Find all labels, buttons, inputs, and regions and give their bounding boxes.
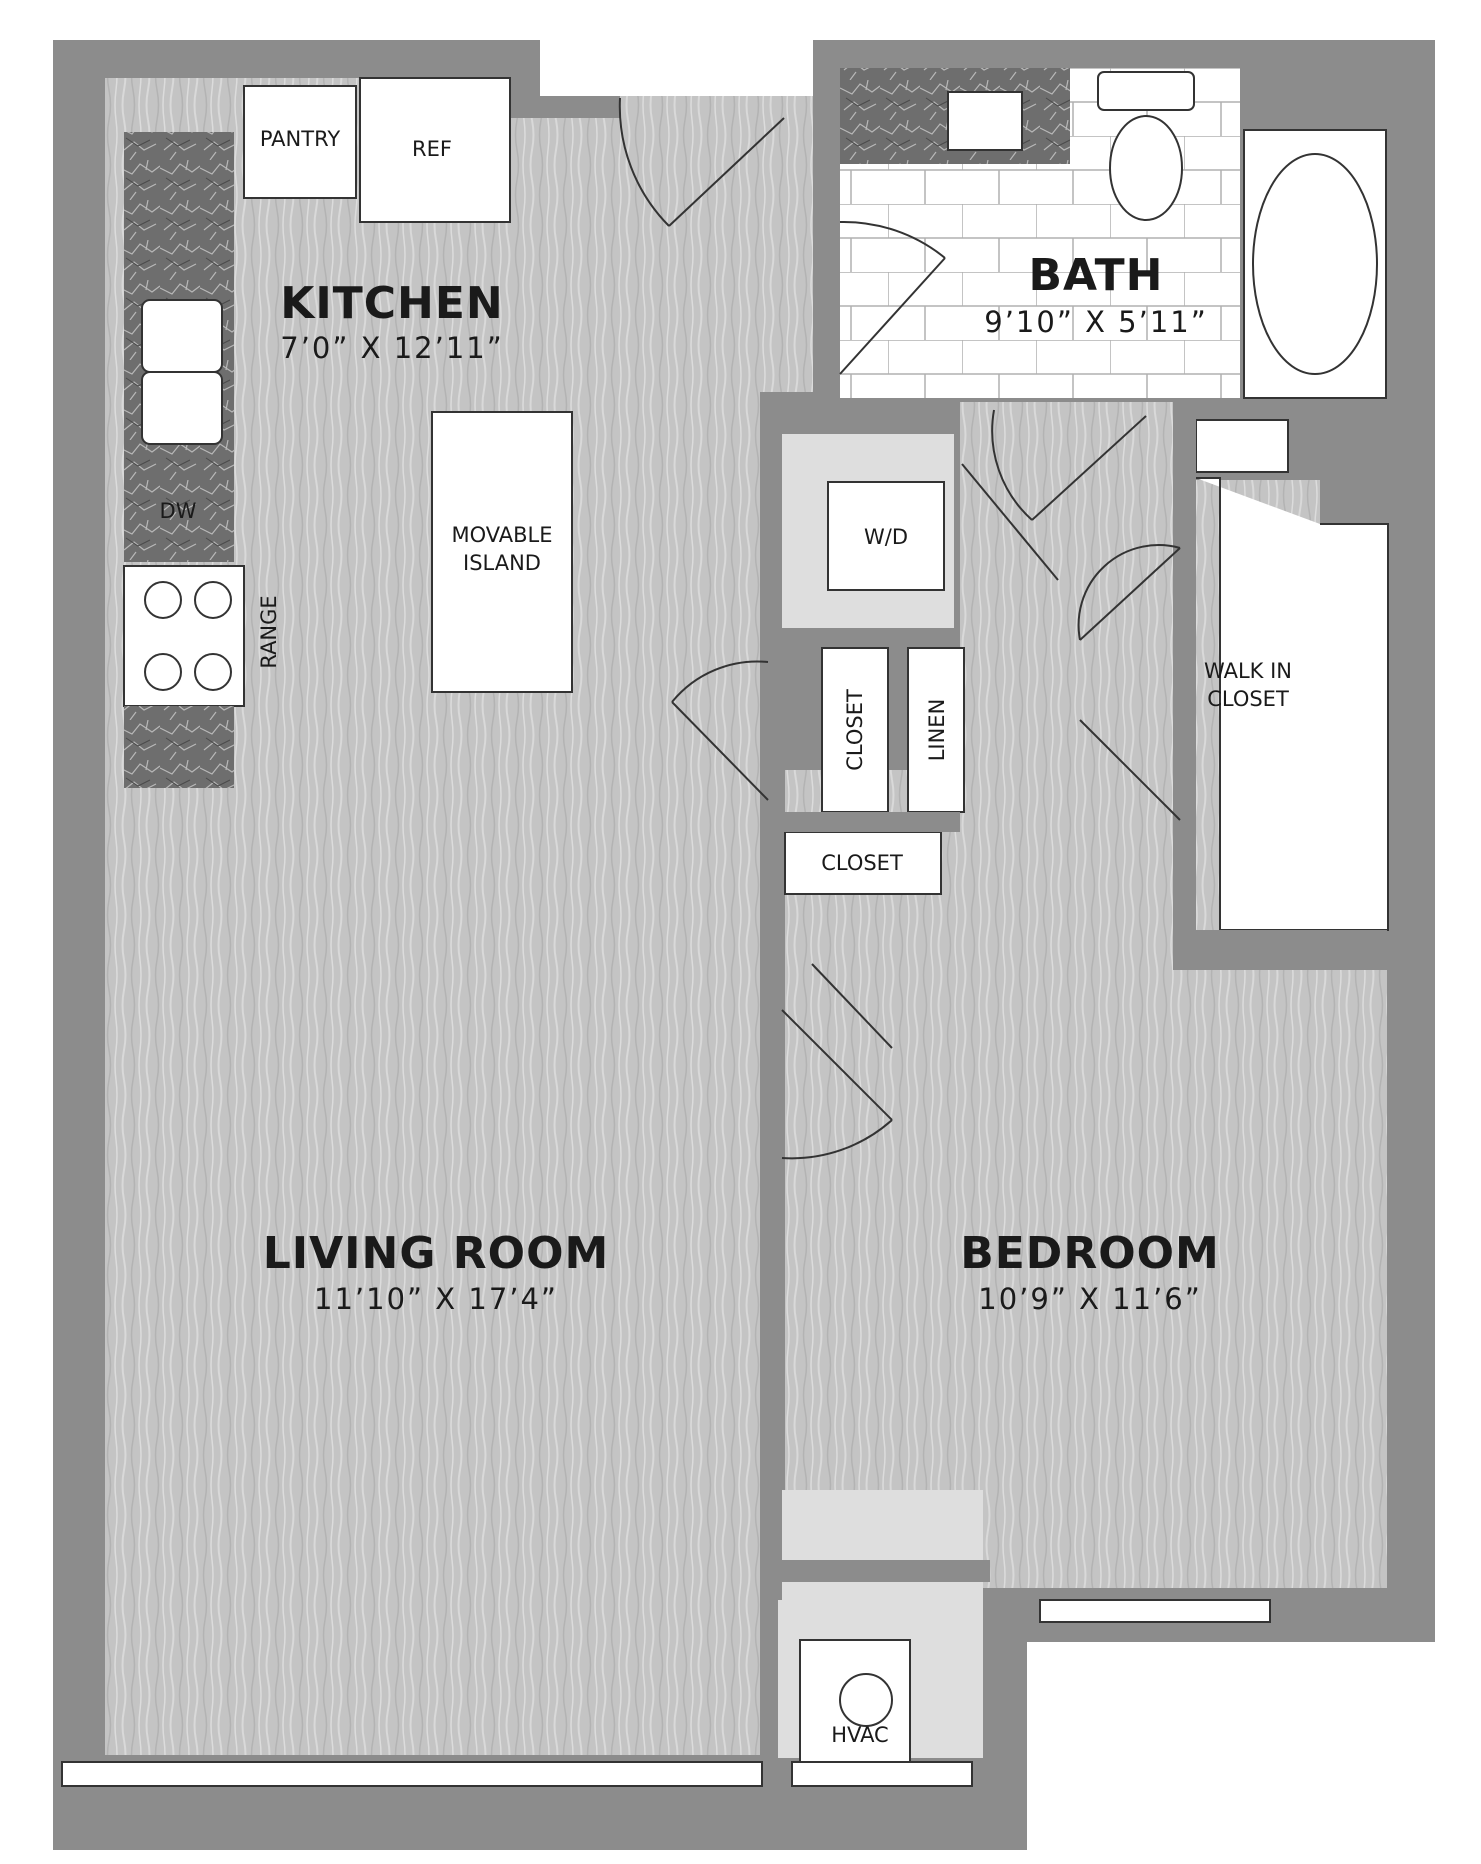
closet-vertical — [821, 647, 889, 813]
bedroom-title: BEDROOM — [960, 1228, 1220, 1279]
living-room-title: LIVING ROOM — [263, 1228, 610, 1279]
partition-wall — [760, 812, 960, 832]
bath-dimensions: 9’10” X 5’11” — [984, 305, 1208, 339]
pantry — [243, 85, 357, 199]
walk-in-door-swing — [1077, 544, 1181, 641]
hall-door — [1031, 415, 1147, 521]
closet-door-swing — [671, 660, 769, 703]
partition-wall — [1173, 402, 1196, 950]
sink-basin-1 — [141, 299, 223, 373]
washer-dryer — [827, 481, 945, 591]
closet-door — [671, 701, 769, 801]
walk-in-label-line1: WALK IN — [1204, 659, 1292, 683]
living-window — [61, 1761, 763, 1787]
shelf-unit — [1195, 419, 1289, 473]
kitchen-counter-lower — [124, 706, 234, 788]
toilet-bowl — [1109, 115, 1183, 221]
kitchen-dimensions: 7’0” X 12’11” — [280, 331, 504, 365]
hvac-label: HVAC — [831, 1723, 888, 1747]
range — [123, 565, 245, 707]
closet-floor — [785, 890, 965, 1010]
pantry-label: PANTRY — [260, 127, 340, 151]
partition-wall — [1173, 930, 1387, 970]
entry-door — [668, 117, 785, 227]
movable-island — [431, 411, 573, 693]
partition-wall — [760, 1560, 990, 1582]
range-label: RANGE — [257, 595, 281, 668]
washer-dryer-label: W/D — [864, 525, 908, 549]
laundry-door — [961, 463, 1059, 581]
partition-wall — [760, 960, 782, 1600]
tub-basin — [1252, 153, 1378, 375]
bath-door — [839, 257, 946, 375]
bath-door-swing — [839, 220, 946, 259]
hallway-floor — [960, 402, 1196, 955]
island-label-line2: ISLAND — [463, 551, 541, 575]
bedroom-dimensions: 10’9” X 11’6” — [978, 1282, 1202, 1316]
sink-basin-2 — [141, 371, 223, 445]
walk-in-door-2 — [1079, 719, 1181, 821]
hall-door-swing — [991, 409, 1033, 521]
kitchen-living-floor — [105, 78, 813, 1755]
kitchen-title: KITCHEN — [280, 278, 503, 329]
linen-closet — [907, 647, 965, 813]
linen-label: LINEN — [925, 699, 949, 762]
closet-horizontal-label: CLOSET — [821, 851, 903, 875]
partition-wall — [760, 398, 960, 434]
island-label-line1: MOVABLE — [451, 523, 552, 547]
bath-title: BATH — [1028, 250, 1163, 301]
dw-label: DW — [160, 499, 197, 523]
bedroom-door-swing — [781, 1119, 893, 1160]
bedroom-window — [1039, 1599, 1271, 1623]
vanity-sink — [947, 91, 1023, 151]
closet-door-2 — [811, 963, 893, 1049]
refrigerator — [359, 77, 511, 223]
hvac-window — [791, 1761, 973, 1787]
partition-wall — [760, 432, 782, 802]
walk-in-label-line2: CLOSET — [1207, 687, 1289, 711]
living-room-dimensions: 11’10” X 17’4” — [314, 1282, 558, 1316]
closet-horizontal — [784, 831, 942, 895]
walk-in-door — [1079, 547, 1181, 641]
ref-label: REF — [412, 137, 452, 161]
entry-door-swing — [618, 97, 670, 227]
bedroom-door — [781, 1009, 893, 1121]
closet-vertical-label: CLOSET — [843, 689, 867, 771]
toilet-tank — [1097, 71, 1195, 111]
